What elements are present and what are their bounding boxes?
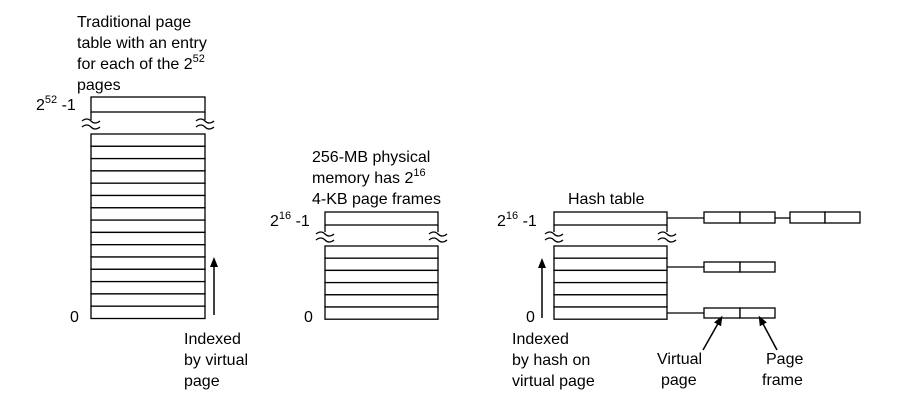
hash-index-note-line-3: virtual page [512,373,595,390]
hash-table-caption: Hash table [568,191,645,208]
physical-left-break-mark [315,231,335,243]
physical-frame-1 [324,245,439,259]
chain-middle-node-page-frame [739,261,776,273]
traditional-entry-15 [90,305,206,320]
physical-frame-2 [324,257,439,272]
hash-index-note-line-1: Indexed [512,331,569,348]
traditional-entry-2 [90,145,206,160]
hash-top-index-label: 216 -1 [497,210,537,230]
traditional-entry-5 [90,182,206,197]
traditional-top-index-label: 252 -1 [36,94,76,114]
traditional-index-note-line-3: page [184,373,220,390]
hash-index-note-line-2: by hash on [512,352,590,369]
physical-right-break-mark [428,231,448,243]
traditional-entry-12 [90,268,206,283]
traditional-entry-3 [90,157,206,172]
chain-bottom-node-page-frame [739,307,776,319]
traditional-index-note-line-2: by virtual [184,352,248,369]
traditional-caption-line-4: pages [77,77,121,94]
physical-frame-5 [324,294,439,308]
chain-top-node-1-page-frame [739,211,776,224]
traditional-entry-13 [90,280,206,295]
traditional-entry-6 [90,194,206,209]
hash-slot-3 [553,269,668,284]
physical-frame-6 [324,306,439,320]
hash-slot-4 [553,281,668,296]
traditional-page-table-group: Traditional page table with an entry for… [36,14,248,390]
chain-bottom-node-virtual-page [703,307,741,319]
hash-slots [553,245,668,320]
traditional-entries [90,133,206,320]
hash-slot-1 [553,245,668,259]
physical-top-index-label: 216 -1 [270,210,310,230]
physical-memory-group: 256-MB physical memory has 216 4-KB page… [270,149,448,326]
physical-top-frame [324,211,439,226]
virtual-page-label-line-1: Virtual [657,351,702,368]
physical-frame-4 [324,281,439,296]
traditional-caption-line-2: table with an entry [77,35,207,52]
traditional-entry-7 [90,207,206,221]
traditional-index-note-line-1: Indexed [184,331,241,348]
hash-top-slot [553,211,668,226]
hash-bottom-index-label: 0 [526,309,535,326]
physical-frame-3 [324,269,439,284]
chain-top-node-1-virtual-page [703,211,741,224]
traditional-entry-1 [90,133,206,147]
chain-top-node-2-page-frame [824,211,861,224]
traditional-entry-14 [90,293,206,307]
page-frame-label-line-1: Page [766,351,803,368]
hash-slot-2 [553,257,668,272]
hash-right-break-mark [657,231,677,243]
physical-bottom-index-label: 0 [304,309,313,326]
traditional-right-break-mark [195,118,215,130]
traditional-entry-10 [90,244,206,258]
chain-middle-node-virtual-page [703,261,741,273]
traditional-caption-line-1: Traditional page [77,14,191,31]
traditional-entry-4 [90,170,206,184]
physical-frames [324,245,439,320]
chain-top-node-2-virtual-page [789,211,826,224]
traditional-top-entry [90,96,206,113]
physical-caption-line-1: 256-MB physical [312,149,430,166]
traditional-entry-9 [90,231,206,246]
page-frame-arrow [758,315,778,351]
physical-caption-line-3: 4-KB page frames [312,191,441,208]
traditional-left-break-mark [81,118,101,130]
hash-table-group: Hash table 216 -1 0 Indexed by hash on v… [497,191,861,390]
traditional-caption-line-3: for each of the 252 [77,53,205,73]
traditional-bottom-index-label: 0 [70,309,79,326]
hash-slot-5 [553,294,668,308]
physical-caption-line-2: memory has 216 [312,167,426,187]
traditional-entry-8 [90,219,206,234]
virtual-page-label-line-2: page [661,372,697,389]
virtual-page-arrow [702,315,723,351]
hash-left-break-mark [544,231,564,243]
traditional-entry-11 [90,256,206,270]
hash-slot-6 [553,306,668,320]
page-frame-label-line-2: frame [762,372,803,389]
